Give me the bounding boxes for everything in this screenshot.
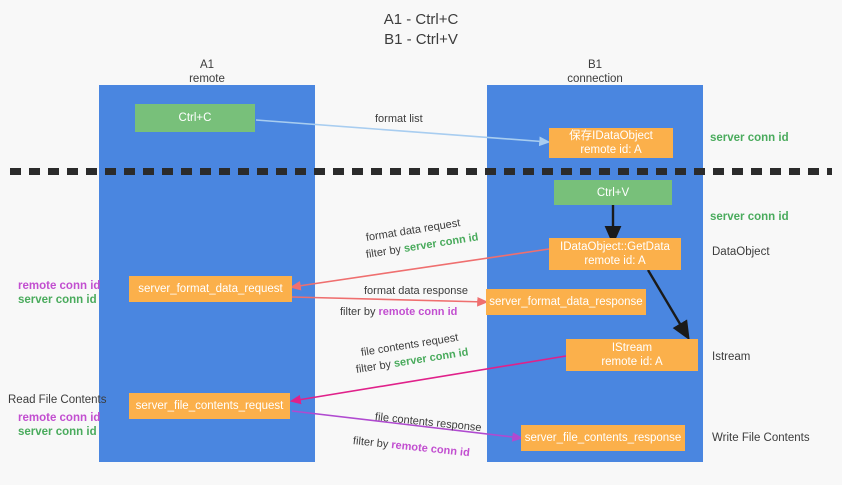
node-server-file-contents-request[interactable]: server_file_contents_request — [129, 393, 290, 419]
node-istream-line1: IStream — [611, 342, 653, 354]
title-line-1: A1 - Ctrl+C — [383, 11, 459, 28]
node-istream-line2: remote id: A — [601, 356, 663, 368]
edge-label-format-list: format list — [375, 112, 423, 126]
annotation-right-dataobject: DataObject — [712, 246, 770, 258]
filter-prefix: filter by — [355, 358, 395, 376]
node-server-file-contents-response-label: server_file_contents_response — [524, 432, 682, 444]
node-ctrl-v[interactable]: Ctrl+V — [554, 180, 672, 205]
node-server-format-data-response[interactable]: server_format_data_response — [486, 289, 646, 315]
column-a1-name: A1 — [199, 59, 215, 71]
node-save-idataobject-line2: remote id: A — [580, 144, 642, 156]
node-idataobject-getdata-line2: remote id: A — [584, 255, 646, 267]
filter-value-remote-conn-id: remote conn id — [378, 306, 458, 318]
node-server-format-data-request[interactable]: server_format_data_request — [129, 276, 292, 302]
edge-label-file-contents-response-filter: filter by remote conn id — [352, 434, 470, 460]
annotation-right-write-file-contents: Write File Contents — [712, 432, 810, 444]
node-ctrl-c[interactable]: Ctrl+C — [135, 104, 255, 132]
node-server-file-contents-response[interactable]: server_file_contents_response — [521, 425, 685, 451]
annotation-left-remote-conn-id-mid: remote conn id — [18, 280, 101, 292]
column-b1-role: connection — [567, 73, 623, 85]
edge-label-format-list-text: format list — [375, 113, 423, 125]
phase-divider-dashed-line — [10, 168, 832, 175]
filter-prefix: filter by — [340, 306, 379, 318]
node-ctrl-c-label: Ctrl+C — [178, 112, 212, 124]
edge-label-file-contents-response-text: file contents response — [374, 411, 483, 435]
node-save-idataobject[interactable]: 保存IDataObject remote id: A — [549, 128, 673, 158]
column-a1-role: remote — [189, 73, 225, 85]
column-header-a1: A1 remote — [99, 58, 315, 86]
node-istream[interactable]: IStream remote id: A — [566, 339, 698, 371]
filter-value-remote-conn-id: remote conn id — [390, 439, 471, 460]
node-server-file-contents-request-label: server_file_contents_request — [135, 400, 284, 412]
column-b1-name: B1 — [587, 59, 603, 71]
page-title: A1 - Ctrl+C B1 - Ctrl+V — [0, 10, 842, 50]
node-server-format-data-request-label: server_format_data_request — [138, 283, 283, 295]
annotation-right-istream: Istream — [712, 351, 751, 363]
annotation-right-server-conn-id-top: server conn id — [710, 132, 789, 144]
annotation-left-remote-conn-id-bottom: remote conn id — [18, 412, 101, 424]
edge-label-format-data-response-text: format data response — [364, 285, 468, 297]
edge-label-file-contents-response: file contents response — [374, 410, 482, 435]
node-save-idataobject-line1: 保存IDataObject — [569, 130, 653, 142]
edge-label-format-data-response: format data response — [364, 284, 468, 298]
node-idataobject-getdata[interactable]: IDataObject::GetData remote id: A — [549, 238, 681, 270]
annotation-left-server-conn-id-mid: server conn id — [18, 294, 97, 306]
node-ctrl-v-label: Ctrl+V — [596, 186, 630, 199]
annotation-right-server-conn-id-mid: server conn id — [710, 211, 789, 223]
edge-label-format-data-response-filter: filter by remote conn id — [340, 305, 457, 319]
filter-prefix: filter by — [352, 435, 392, 451]
annotation-left-read-file-contents: Read File Contents — [8, 394, 107, 406]
annotation-left-server-conn-id-bottom: server conn id — [18, 426, 97, 438]
node-idataobject-getdata-line1: IDataObject::GetData — [560, 241, 670, 253]
filter-prefix: filter by — [365, 243, 405, 261]
title-line-2: B1 - Ctrl+V — [384, 31, 458, 48]
node-server-format-data-response-label: server_format_data_response — [489, 296, 643, 308]
column-header-b1: B1 connection — [487, 58, 703, 86]
